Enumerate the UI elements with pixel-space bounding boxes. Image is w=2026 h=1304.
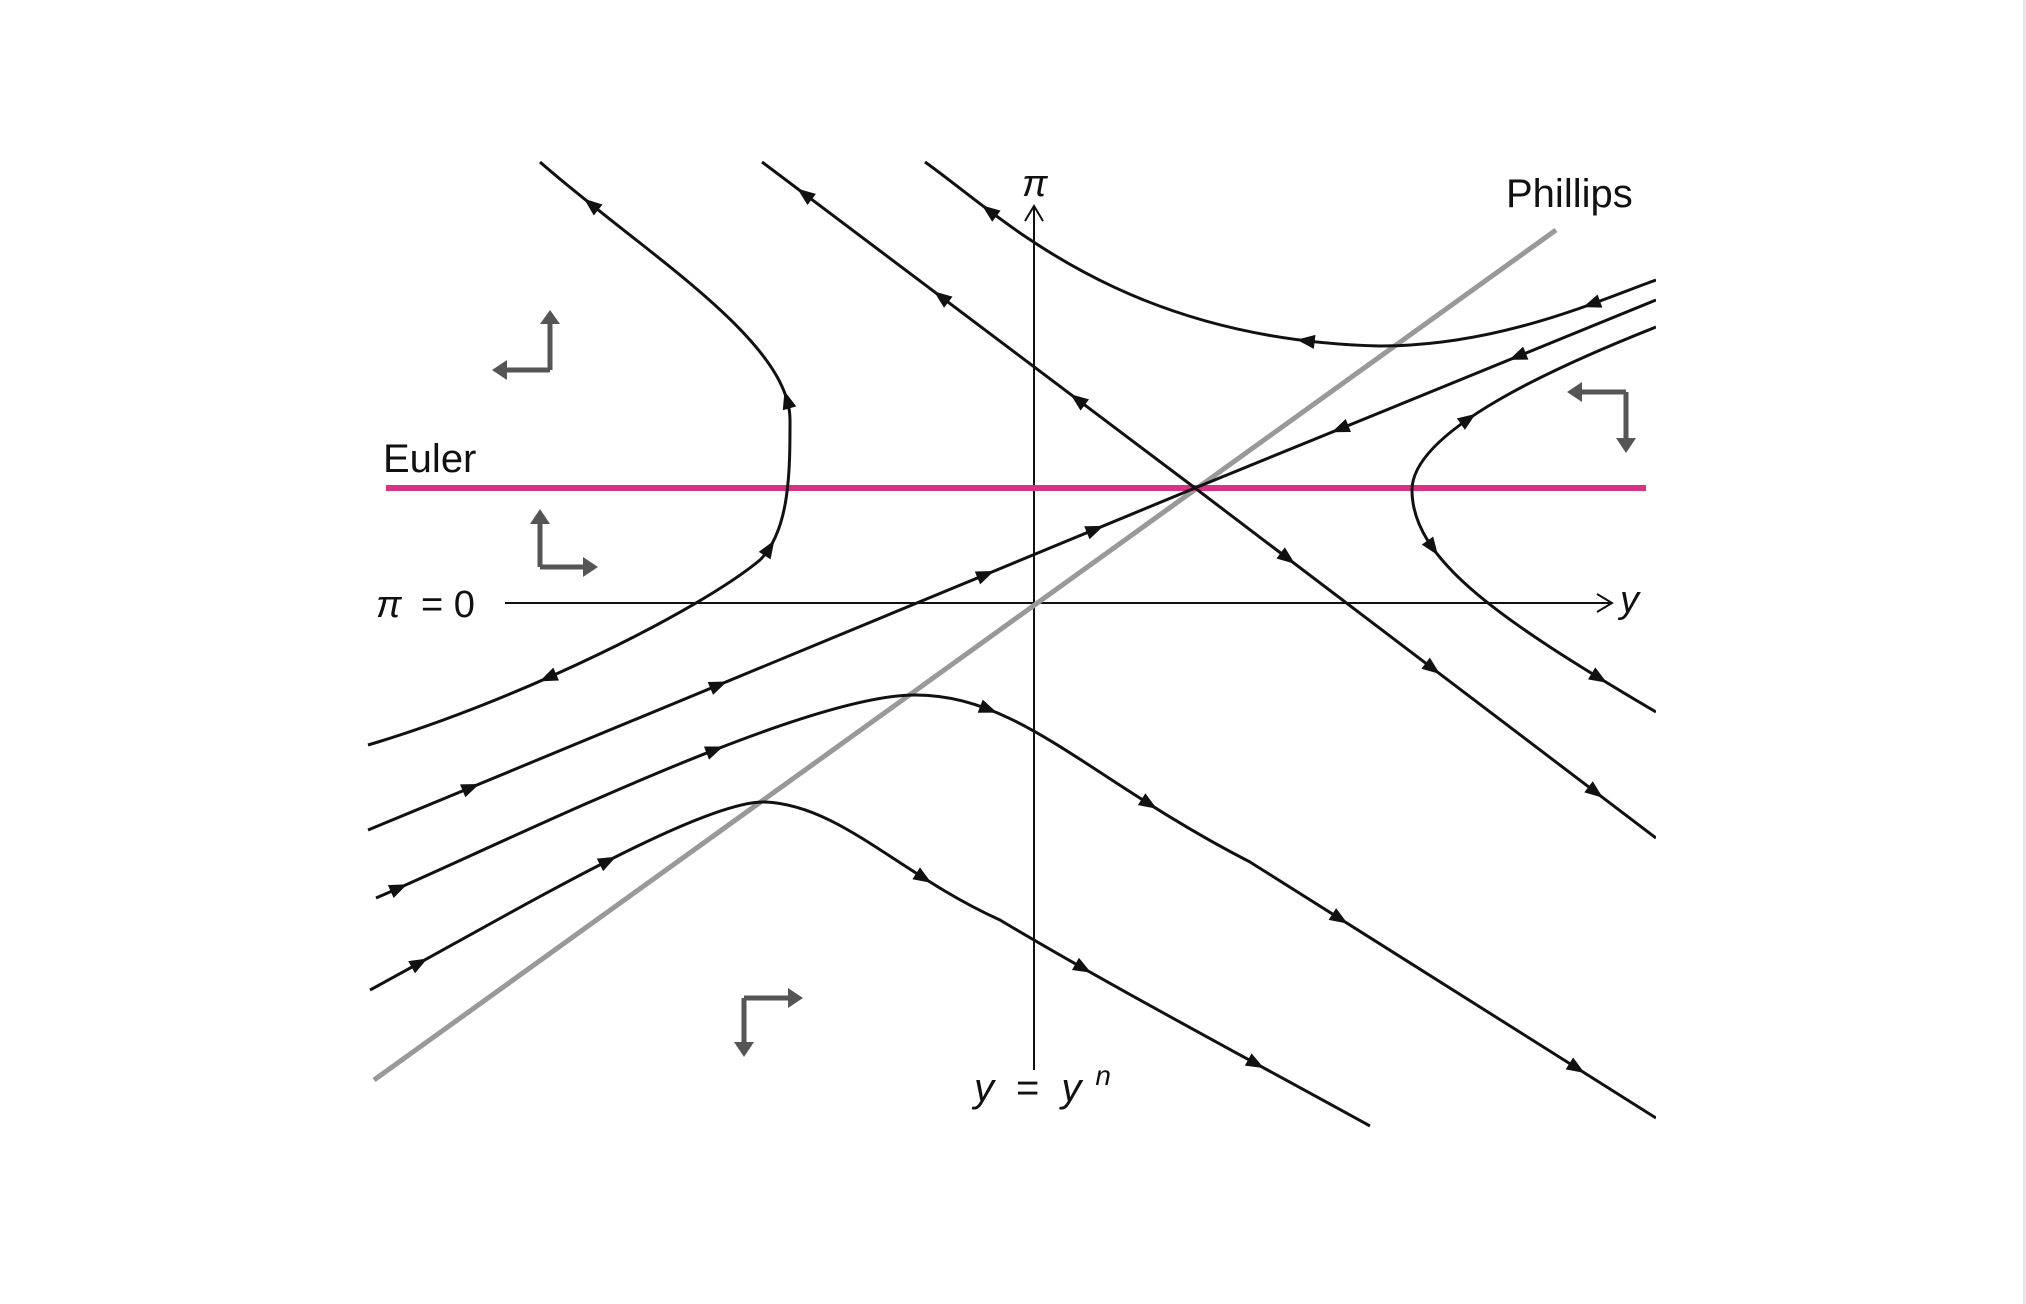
trajectory-unstable-arm-arrowhead-2	[707, 681, 728, 695]
trajectory-lower-a-arrowhead-1	[387, 884, 408, 898]
y-axis-arrowhead	[1596, 593, 1614, 613]
trajectory-right-hyperbola-arrowhead-3	[1587, 667, 1607, 683]
pi-zero-label: π = 0	[376, 584, 475, 626]
trajectory-lower-a-arrowhead-5	[1328, 908, 1348, 924]
y-axis-label: y	[1617, 579, 1641, 621]
trajectory-unstable-arm-arrowhead-3	[974, 571, 995, 585]
trajectory-unstable-arm-arrowhead-4	[1084, 525, 1104, 540]
trajectory-arrowheads	[387, 188, 1607, 1073]
trajectory-right-hyperbola	[1410, 325, 1656, 714]
phillips-label: Phillips	[1506, 172, 1633, 216]
trajectory-top-hyperbola-arrowhead-2	[1296, 334, 1316, 349]
trajectory-stable-arm-a-arrowhead-4	[1276, 547, 1295, 564]
y-natural-y: y	[971, 1066, 997, 1110]
trajectory-lower-b-arrowhead-3	[912, 867, 932, 883]
trajectory-lower-b	[369, 800, 1371, 1128]
pi-zero-rest: = 0	[421, 584, 475, 626]
trajectory-right-hyperbola-arrowhead-2	[1421, 536, 1438, 556]
trajectory-stable-arm-a-arrowhead-1	[797, 188, 816, 206]
y-natural-eq: =	[1016, 1066, 1039, 1110]
trajectory-lower-a-arrowhead-2	[703, 746, 724, 760]
trajectory-lower-a-arrowhead-6	[1565, 1057, 1585, 1073]
axes	[505, 204, 1614, 1070]
trajectory-left-hyperbola-arrowhead-2	[782, 391, 797, 411]
direction-indicator-left-middle	[530, 509, 598, 577]
y-natural-label: y = y n	[971, 1060, 1111, 1110]
trajectory-lower-a-arrowhead-4	[1137, 793, 1157, 809]
trajectory-top-hyperbola-arrowhead-1	[981, 205, 1001, 222]
trajectory-unstable-arm-arrowhead-5	[1331, 419, 1351, 433]
trajectory-lower-a	[375, 693, 1656, 1120]
direction-indicator-upper-left	[492, 310, 560, 380]
trajectory-right-hyperbola-arrowhead-1	[1456, 413, 1476, 430]
page-edge	[2023, 0, 2026, 1304]
trajectory-unstable-arm-arrowhead-1	[460, 783, 480, 798]
pi-axis-label: π	[1022, 163, 1049, 205]
trajectory-left-hyperbola-arrowhead-3	[758, 540, 775, 560]
trajectory-stable-arm-a-arrowhead-2	[933, 291, 953, 308]
trajectory-lower-b-arrowhead-1	[408, 958, 428, 974]
trajectory-stable-arm-a-arrowhead-5	[1421, 657, 1440, 675]
trajectory-stable-arm-a-arrowhead-3	[1070, 394, 1090, 411]
trajectory-lower-b-arrowhead-5	[1244, 1053, 1265, 1069]
trajectories	[367, 160, 1656, 1128]
euler-label: Euler	[383, 437, 476, 481]
phillips-curve	[372, 227, 1558, 1083]
pi-zero-pi: π	[376, 584, 403, 626]
trajectory-unstable-arm-arrowhead-6	[1509, 346, 1529, 360]
trajectory-lower-b-arrowhead-4	[1072, 957, 1092, 973]
y-natural-yn: y	[1058, 1066, 1084, 1110]
trajectory-left-hyperbola-arrowhead-1	[584, 198, 603, 216]
trajectory-unstable-arm	[367, 298, 1656, 832]
pi-axis-arrowhead	[1024, 204, 1044, 222]
trajectory-top-hyperbola-arrowhead-3	[1583, 294, 1603, 308]
direction-indicator-lower-left	[734, 988, 803, 1057]
trajectory-left-hyperbola-arrowhead-4	[539, 667, 559, 682]
direction-indicator-right-middle	[1567, 382, 1636, 453]
trajectory-top-hyperbola	[924, 160, 1656, 348]
trajectory-lower-b-arrowhead-2	[596, 856, 617, 872]
direction-indicators	[492, 310, 1636, 1057]
trajectory-lower-a-arrowhead-3	[977, 699, 997, 713]
y-natural-superscript: n	[1095, 1060, 1111, 1091]
trajectory-left-hyperbola	[367, 160, 792, 747]
trajectory-stable-arm-a-arrowhead-6	[1584, 781, 1603, 798]
trajectory-stable-arm-a	[761, 160, 1656, 840]
